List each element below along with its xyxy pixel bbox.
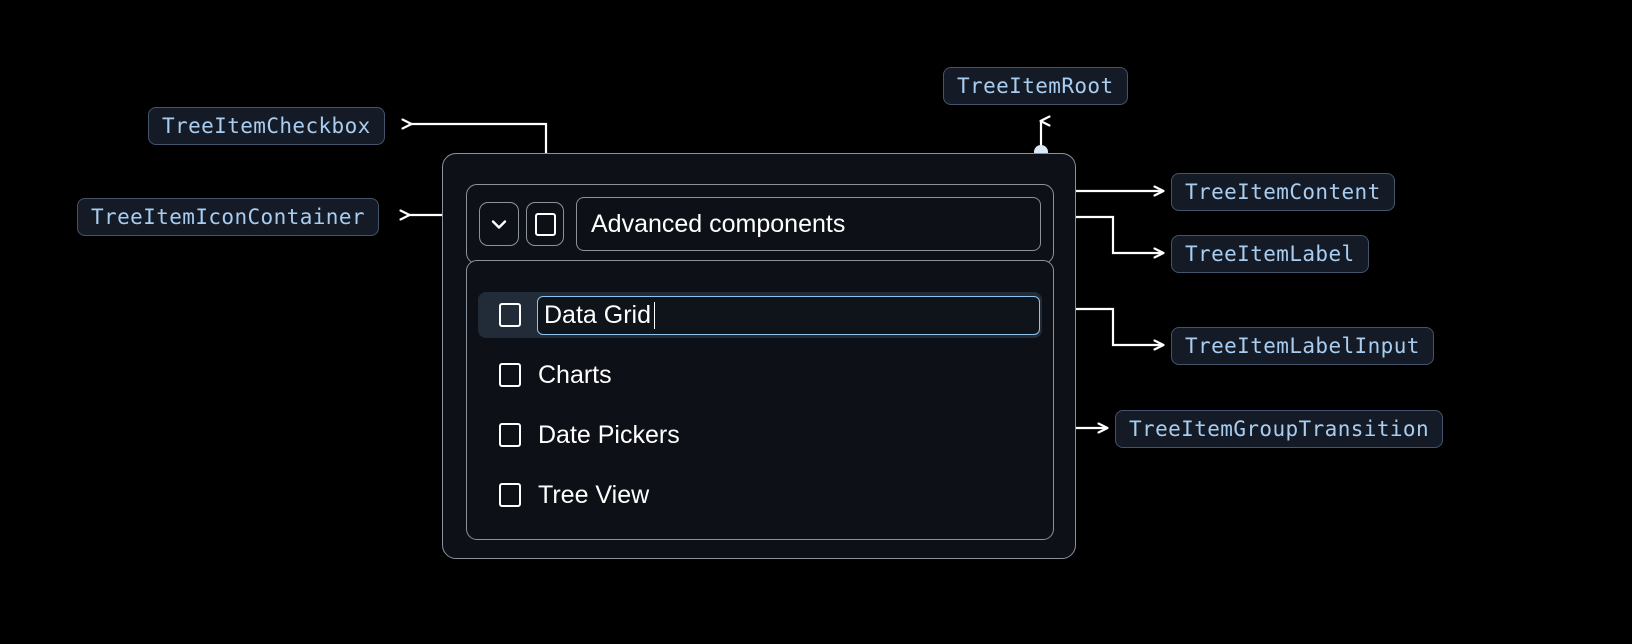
annotation-chip-tree-item-group-transition: TreeItemGroupTransition — [1115, 410, 1443, 448]
checkbox-square-icon[interactable] — [499, 303, 521, 327]
annotation-label: TreeItemLabelInput — [1185, 334, 1420, 358]
tree-item-label-text: Date Pickers — [538, 420, 680, 449]
annotation-label: TreeItemCheckbox — [162, 114, 371, 138]
tree-item-label-text: Tree View — [538, 480, 650, 509]
checkbox-square-icon[interactable] — [499, 363, 521, 387]
annotation-label: TreeItemLabel — [1185, 242, 1355, 266]
tree-item-label-text: Charts — [538, 360, 612, 389]
annotation-chip-tree-item-label-input: TreeItemLabelInput — [1171, 327, 1434, 365]
tree-item-row-charts[interactable]: Charts — [478, 352, 1042, 398]
annotation-chip-tree-item-label: TreeItemLabel — [1171, 235, 1369, 273]
annotation-label: TreeItemIconContainer — [91, 205, 365, 229]
annotation-chip-tree-item-content: TreeItemContent — [1171, 173, 1395, 211]
checkbox-square-icon[interactable] — [499, 423, 521, 447]
tree-item-group-transition: Data Grid Charts Date Pickers Tree View — [466, 260, 1054, 540]
tree-item-checkbox[interactable] — [526, 202, 564, 246]
tree-item-label-input[interactable]: Data Grid — [537, 295, 1040, 335]
annotation-chip-tree-item-root: TreeItemRoot — [943, 67, 1128, 105]
tree-item-row-date-pickers[interactable]: Date Pickers — [478, 412, 1042, 458]
tree-item-root[interactable]: Advanced components Data Grid Charts Dat… — [442, 153, 1076, 559]
annotation-chip-tree-item-icon-container: TreeItemIconContainer — [77, 198, 379, 236]
chevron-down-icon — [487, 212, 511, 236]
tree-item-label-text: Advanced components — [591, 209, 846, 238]
annotation-chip-tree-item-checkbox: TreeItemCheckbox — [148, 107, 385, 145]
tree-item-row-tree-view[interactable]: Tree View — [478, 472, 1042, 518]
tree-item-icon-container[interactable] — [479, 202, 519, 246]
checkbox-square-icon[interactable] — [499, 483, 521, 507]
tree-item-row-data-grid[interactable]: Data Grid — [478, 292, 1042, 338]
tree-item-label-input-value: Data Grid — [544, 300, 651, 329]
annotation-label: TreeItemContent — [1185, 180, 1381, 204]
tree-item-content[interactable]: Advanced components — [466, 184, 1054, 264]
tree-item-label[interactable]: Advanced components — [576, 197, 1041, 251]
text-caret — [653, 301, 656, 329]
annotation-label: TreeItemRoot — [957, 74, 1114, 98]
checkbox-square-icon — [534, 212, 556, 236]
annotation-label: TreeItemGroupTransition — [1129, 417, 1429, 441]
